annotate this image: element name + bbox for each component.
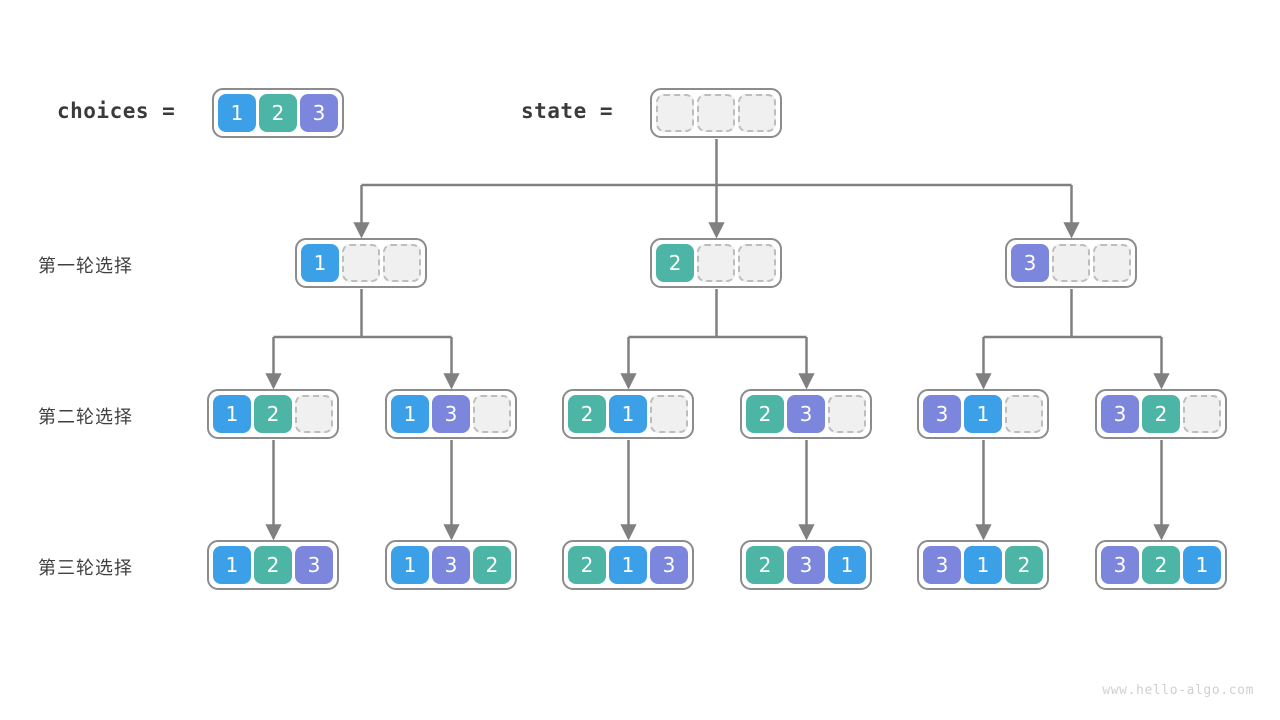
cell-value-1: 1 bbox=[1183, 546, 1221, 584]
cell-empty bbox=[828, 395, 866, 433]
level1-node-1: 1 bbox=[295, 238, 427, 288]
cell-empty bbox=[697, 94, 735, 132]
cell-value-1: 1 bbox=[964, 546, 1002, 584]
cell-value-2: 2 bbox=[746, 546, 784, 584]
cell-value-2: 2 bbox=[746, 395, 784, 433]
cell-empty bbox=[1093, 244, 1131, 282]
cell-empty bbox=[1052, 244, 1090, 282]
row-label-3: 第三轮选择 bbox=[38, 558, 133, 579]
cell-value-3: 3 bbox=[1101, 546, 1139, 584]
row-label-2: 第二轮选择 bbox=[38, 407, 133, 428]
cell-empty bbox=[697, 244, 735, 282]
cell-value-2: 2 bbox=[254, 395, 292, 433]
cell-value-3: 3 bbox=[1101, 395, 1139, 433]
cell-empty bbox=[1183, 395, 1221, 433]
cell-value-2: 2 bbox=[259, 94, 297, 132]
cell-value-2: 2 bbox=[568, 546, 606, 584]
level1-node-2: 2 bbox=[650, 238, 782, 288]
cell-value-2: 2 bbox=[568, 395, 606, 433]
cell-value-2: 2 bbox=[1142, 395, 1180, 433]
state-array bbox=[650, 88, 782, 138]
cell-value-3: 3 bbox=[300, 94, 338, 132]
cell-value-3: 3 bbox=[432, 395, 470, 433]
cell-value-3: 3 bbox=[787, 395, 825, 433]
cell-value-2: 2 bbox=[1005, 546, 1043, 584]
watermark: www.hello-algo.com bbox=[1102, 683, 1254, 698]
cell-value-2: 2 bbox=[254, 546, 292, 584]
cell-value-1: 1 bbox=[213, 546, 251, 584]
cell-value-1: 1 bbox=[301, 244, 339, 282]
cell-value-1: 1 bbox=[964, 395, 1002, 433]
cell-empty bbox=[295, 395, 333, 433]
state-label: state = bbox=[521, 99, 614, 123]
cell-value-1: 1 bbox=[391, 395, 429, 433]
cell-empty bbox=[650, 395, 688, 433]
cell-value-1: 1 bbox=[828, 546, 866, 584]
cell-empty bbox=[383, 244, 421, 282]
cell-value-1: 1 bbox=[391, 546, 429, 584]
cell-value-2: 2 bbox=[656, 244, 694, 282]
cell-empty bbox=[473, 395, 511, 433]
level1-node-3: 3 bbox=[1005, 238, 1137, 288]
row-label-1: 第一轮选择 bbox=[38, 256, 133, 277]
cell-value-3: 3 bbox=[432, 546, 470, 584]
cell-value-3: 3 bbox=[923, 546, 961, 584]
cell-empty bbox=[342, 244, 380, 282]
cell-value-3: 3 bbox=[923, 395, 961, 433]
cell-empty bbox=[1005, 395, 1043, 433]
cell-value-3: 3 bbox=[295, 546, 333, 584]
cell-value-3: 3 bbox=[1011, 244, 1049, 282]
cell-value-2: 2 bbox=[473, 546, 511, 584]
cell-empty bbox=[738, 94, 776, 132]
cell-value-2: 2 bbox=[1142, 546, 1180, 584]
cell-value-1: 1 bbox=[609, 395, 647, 433]
choices-label: choices = bbox=[57, 99, 176, 123]
cell-value-1: 1 bbox=[609, 546, 647, 584]
cell-value-1: 1 bbox=[213, 395, 251, 433]
cell-value-3: 3 bbox=[787, 546, 825, 584]
cell-empty bbox=[656, 94, 694, 132]
cell-value-1: 1 bbox=[218, 94, 256, 132]
cell-value-3: 3 bbox=[650, 546, 688, 584]
cell-empty bbox=[738, 244, 776, 282]
